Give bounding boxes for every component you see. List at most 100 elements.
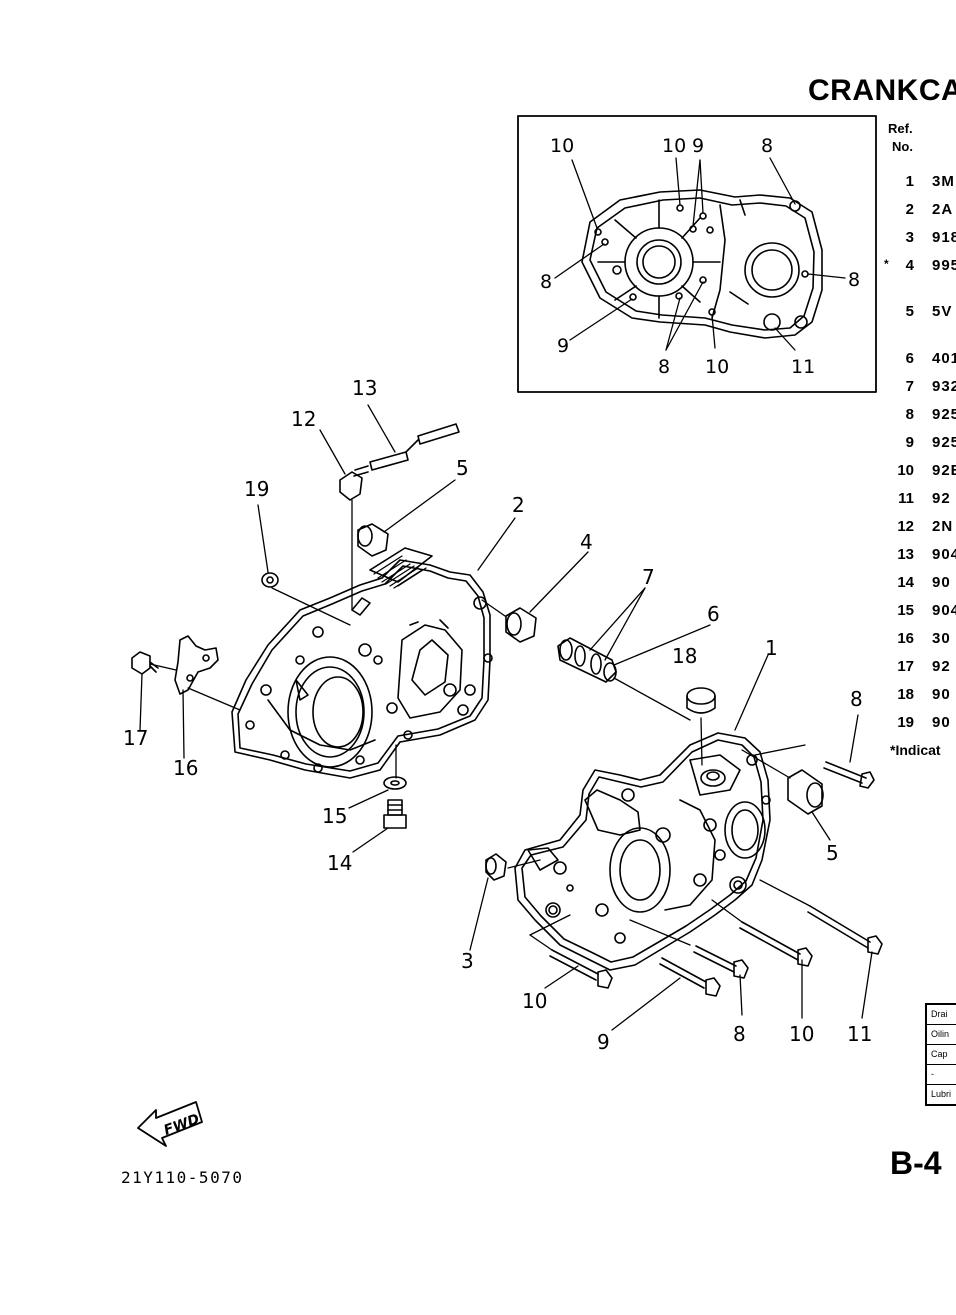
part-18-plug bbox=[686, 687, 716, 714]
inset-callout-10a: 10 bbox=[550, 135, 574, 157]
ref-part: 925 bbox=[932, 406, 956, 423]
callout-15: 15 bbox=[322, 804, 347, 828]
part-14-bolt bbox=[383, 799, 407, 829]
callout-8-bottom: 8 bbox=[733, 1022, 746, 1046]
callout-14: 14 bbox=[327, 851, 352, 875]
callout-16: 16 bbox=[173, 756, 198, 780]
inset-leaders bbox=[554, 157, 846, 351]
part-6-shaft bbox=[557, 637, 617, 683]
inset-callout-10c: 10 bbox=[705, 356, 729, 378]
callout-1: 1 bbox=[765, 636, 778, 660]
ref-part: 92 bbox=[932, 490, 951, 507]
ref-num: 12 bbox=[897, 518, 914, 535]
ref-num: 17 bbox=[897, 658, 914, 675]
legend-row: Drai bbox=[927, 1005, 956, 1025]
ref-num: 1 bbox=[905, 173, 914, 190]
ref-header-line1: Ref. bbox=[888, 121, 913, 136]
part-13-hose bbox=[369, 423, 460, 471]
inset-callout-8a: 8 bbox=[761, 135, 773, 157]
ref-num: 14 bbox=[897, 574, 914, 591]
ref-num: 15 bbox=[897, 602, 914, 619]
ref-part: 90 bbox=[932, 686, 951, 703]
drawing-number: 21Y110-5070 bbox=[121, 1168, 244, 1187]
ref-num: 9 bbox=[905, 434, 914, 451]
fwd-label: FWD bbox=[162, 1111, 202, 1139]
inset-callouts: 10 10 9 8 8 8 9 8 10 11 bbox=[540, 135, 860, 378]
ref-part: 904 bbox=[932, 546, 956, 563]
callout-5-upper: 5 bbox=[456, 456, 469, 480]
ref-num: 16 bbox=[897, 630, 914, 647]
fwd-arrow-icon bbox=[137, 1101, 203, 1147]
ref-part: 5V bbox=[932, 303, 953, 320]
page-title: CRANKCA bbox=[808, 74, 956, 107]
ref-num: 4 bbox=[905, 257, 914, 274]
part-4-collar bbox=[505, 607, 537, 643]
ref-num: 3 bbox=[905, 229, 914, 246]
left-crankcase-half bbox=[231, 547, 493, 779]
inset-callout-8d: 8 bbox=[658, 356, 670, 378]
inset-callout-9a: 9 bbox=[692, 135, 704, 157]
legend-row: Oilin bbox=[927, 1025, 956, 1045]
inset-case-outline bbox=[581, 189, 823, 339]
ref-num: 6 bbox=[905, 350, 914, 367]
ref-part: 90 bbox=[932, 714, 951, 731]
bolt-10-left bbox=[549, 949, 613, 989]
bolt-10-right bbox=[739, 921, 813, 967]
ref-header-line2: No. bbox=[892, 139, 913, 154]
ref-part: 92E bbox=[932, 462, 956, 479]
ref-part: 2A bbox=[932, 201, 954, 218]
ref-part: 2N bbox=[932, 518, 954, 535]
ref-num: 18 bbox=[897, 686, 914, 703]
legend-row: - bbox=[927, 1065, 956, 1085]
bolt-9 bbox=[659, 957, 721, 997]
callout-18: 18 bbox=[672, 644, 697, 668]
part-3-dowel bbox=[485, 853, 507, 881]
ref-part: 925 bbox=[932, 434, 956, 451]
right-crankcase-half bbox=[514, 732, 771, 971]
ref-part: 918 bbox=[932, 229, 956, 246]
inset-callout-10b: 10 bbox=[662, 135, 686, 157]
ref-part: 92 bbox=[932, 658, 951, 675]
page-number: B-4 bbox=[890, 1145, 942, 1181]
part-15-washer bbox=[383, 776, 407, 790]
callout-7: 7 bbox=[642, 565, 655, 589]
part-5-collar-lower bbox=[787, 769, 824, 815]
ref-num: 8 bbox=[905, 406, 914, 423]
ref-num: 10 bbox=[897, 462, 914, 479]
lubrication-legend: Drai Oilin Cap - Lubri bbox=[925, 1003, 956, 1106]
callout-6: 6 bbox=[707, 602, 720, 626]
callout-10-left: 10 bbox=[522, 989, 547, 1013]
callout-2: 2 bbox=[512, 493, 525, 517]
callout-13: 13 bbox=[352, 376, 377, 400]
callout-5-lower: 5 bbox=[826, 841, 839, 865]
callout-10-right: 10 bbox=[789, 1022, 814, 1046]
callout-11: 11 bbox=[847, 1022, 872, 1046]
ref-part: 932 bbox=[932, 378, 956, 395]
ref-part: 401 bbox=[932, 350, 956, 367]
inset-callout-11: 11 bbox=[791, 356, 815, 378]
part-19-washer bbox=[261, 572, 279, 588]
part-12-fitting bbox=[339, 465, 369, 501]
ref-num: 19 bbox=[897, 714, 914, 731]
callout-12: 12 bbox=[291, 407, 316, 431]
ref-num: 2 bbox=[905, 201, 914, 218]
leader-lines bbox=[139, 404, 873, 1031]
part-17-bolt bbox=[131, 651, 159, 675]
callout-8-top: 8 bbox=[850, 687, 863, 711]
inset-box bbox=[517, 115, 877, 393]
ref-num: 7 bbox=[905, 378, 914, 395]
callout-3: 3 bbox=[461, 949, 474, 973]
callout-4: 4 bbox=[580, 530, 593, 554]
ref-part: 3M bbox=[932, 173, 955, 190]
callout-9: 9 bbox=[597, 1030, 610, 1054]
ref-part: 904 bbox=[932, 602, 956, 619]
main-callouts: 13 12 5 19 2 4 7 6 18 1 8 17 16 15 14 5 … bbox=[123, 376, 872, 1054]
part-5-collar-upper bbox=[357, 523, 389, 557]
ref-num: 13 bbox=[897, 546, 914, 563]
ref-num: 5 bbox=[905, 303, 914, 320]
bolt-8-bottom bbox=[693, 945, 749, 979]
ref-star: * bbox=[884, 257, 889, 271]
callout-17: 17 bbox=[123, 726, 148, 750]
inset-callout-8c: 8 bbox=[848, 269, 860, 291]
